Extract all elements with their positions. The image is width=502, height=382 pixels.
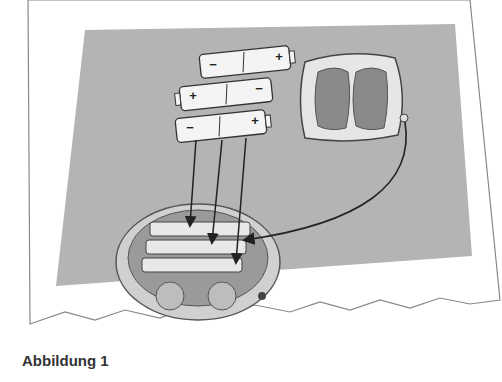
polarity-sign: − — [206, 58, 220, 72]
polarity-sign: + — [272, 50, 286, 64]
figure-caption: Abbildung 1 — [22, 352, 109, 369]
polarity-sign: − — [252, 82, 266, 96]
polarity-sign: − — [183, 121, 197, 135]
insert-arrow — [236, 138, 246, 262]
insert-arrow — [190, 140, 196, 225]
battery — [174, 77, 273, 111]
battery-cover — [301, 54, 409, 141]
paper-sheet — [28, 0, 500, 324]
polarity-sign: + — [248, 114, 262, 128]
battery-compartment — [116, 204, 280, 320]
battery — [175, 109, 272, 143]
battery — [199, 45, 296, 79]
polarity-sign: + — [186, 89, 200, 103]
placement-arrow — [245, 122, 406, 240]
insert-arrow — [212, 140, 222, 242]
